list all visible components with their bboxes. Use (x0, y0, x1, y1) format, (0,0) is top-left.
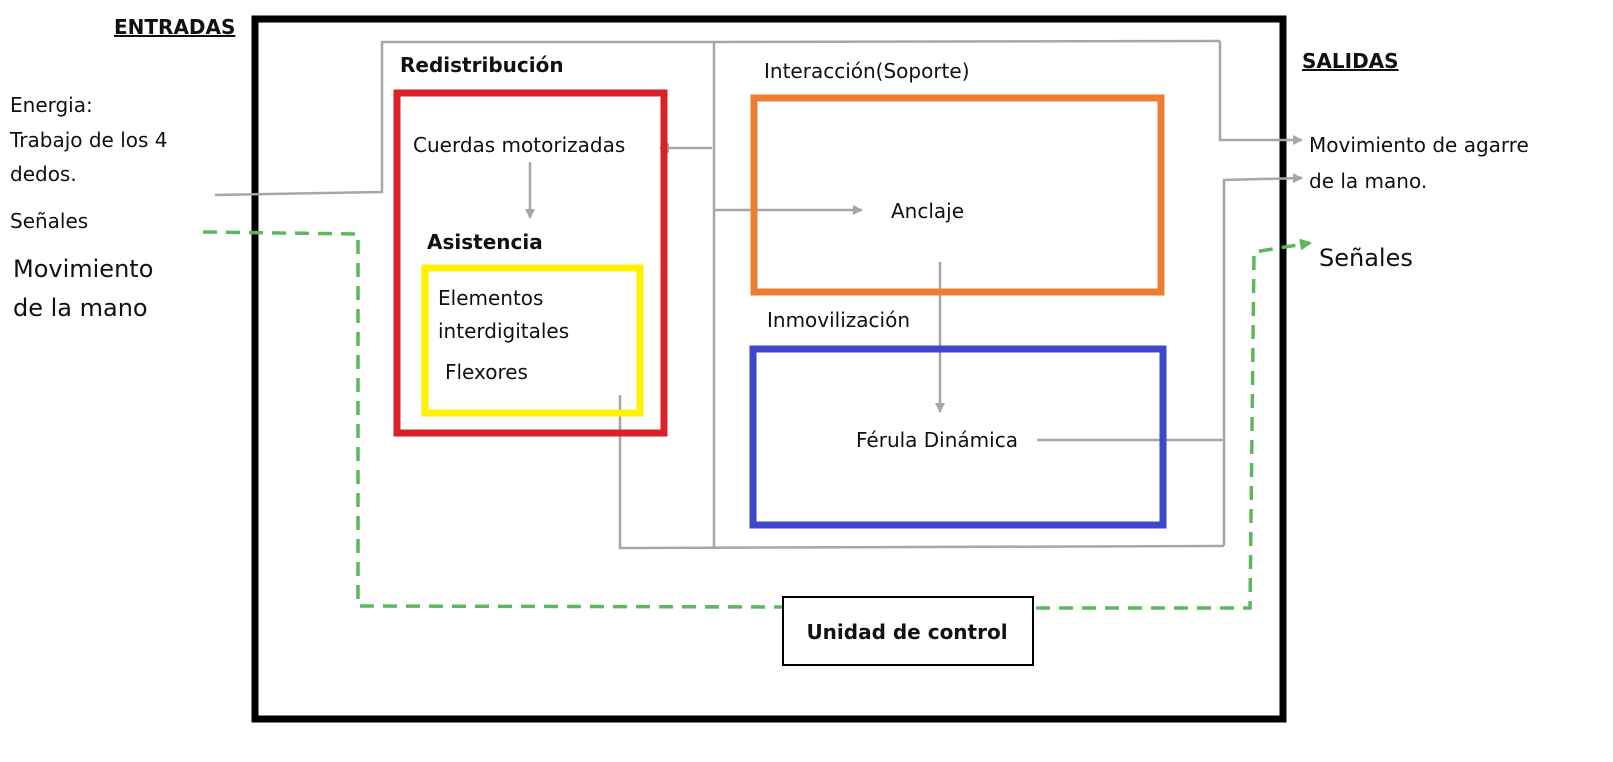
signal-output-arrow (1036, 238, 1312, 610)
signal-flow (202, 230, 1312, 610)
interdigital-label-line1: Elementos (438, 286, 543, 310)
redistribution-box (393, 89, 668, 437)
grip-output-line1: Movimiento de agarre (1309, 133, 1529, 157)
signal-input-line (202, 230, 785, 609)
interdigital-label-line2: interdigitales (438, 319, 569, 343)
input-signals-label: Señales (10, 209, 88, 233)
grip-output-arrow (1218, 41, 1303, 145)
inputs-heading: ENTRADAS (114, 15, 235, 39)
motor-cords-label: Cuerdas motorizadas (413, 133, 625, 157)
control-unit-box[interactable] (782, 596, 1034, 666)
flexors-label: Flexores (445, 360, 528, 384)
input-movement-line2: de la mano (13, 294, 148, 322)
assistance-box (421, 264, 644, 417)
energy-input-line (214, 40, 714, 197)
energy-label-line2: Trabajo de los 4 (9, 128, 168, 152)
redistribution-label: Redistribución (400, 53, 564, 77)
energy-flow-lines (214, 39, 1303, 550)
immobilization-box (749, 345, 1167, 529)
energy-label-line1: Energia: (10, 93, 93, 117)
system-boundary (251, 15, 1287, 723)
immobilization-label: Inmovilización (767, 308, 910, 332)
dynamic-splint-label: Férula Dinámica (856, 428, 1018, 452)
interaction-label: Interacción(Soporte) (764, 59, 970, 83)
control-unit-label: Unidad de control (806, 620, 1007, 644)
outputs-heading: SALIDAS (1302, 49, 1399, 73)
energy-label-line3: dedos. (10, 162, 77, 186)
top-return-line (713, 39, 1221, 44)
bottom-return-line (618, 395, 1225, 550)
right-riser-arrow (1222, 173, 1303, 546)
anchor-label: Anclaje (891, 199, 964, 223)
interaction-box (750, 94, 1165, 296)
assistance-label: Asistencia (427, 230, 543, 254)
grip-output-line2: de la mano. (1309, 169, 1427, 193)
input-movement-line1: Movimiento (13, 255, 153, 283)
output-signals-label: Señales (1319, 244, 1413, 272)
